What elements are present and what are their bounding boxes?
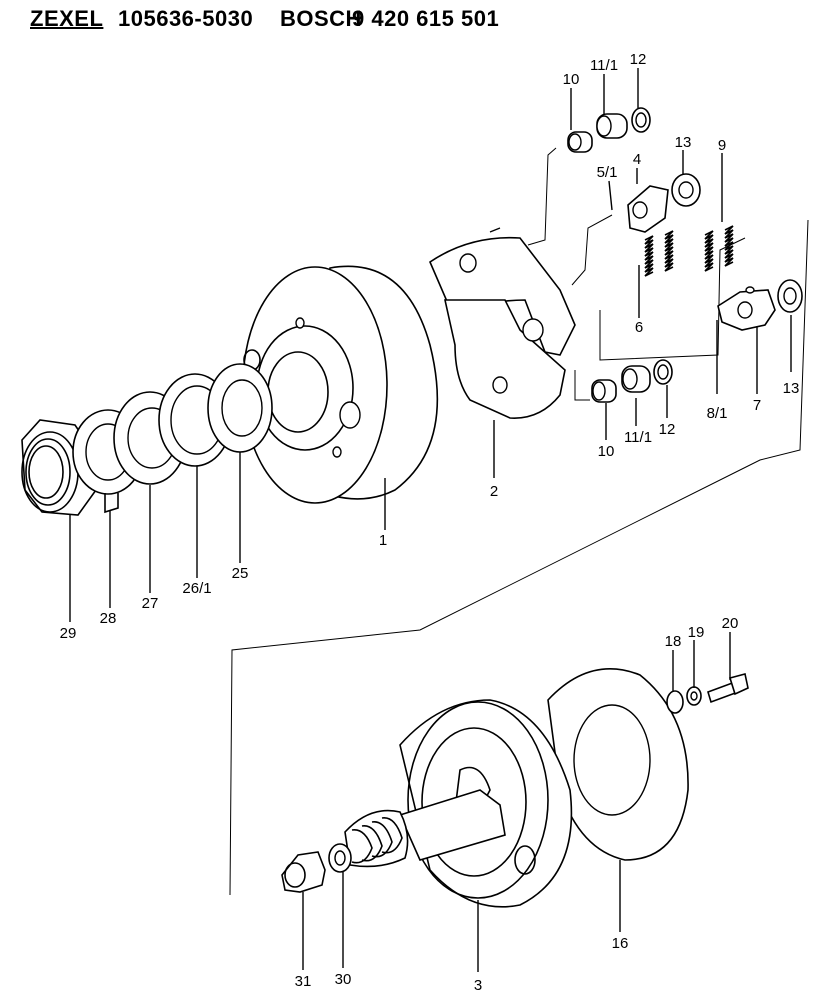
part-5-1-spring-pair xyxy=(644,230,674,277)
callout-13-bottom: 13 xyxy=(783,380,800,397)
callout-19: 19 xyxy=(688,624,705,641)
callout-20: 20 xyxy=(722,615,739,632)
callout-16: 16 xyxy=(612,935,629,952)
part-25-shim xyxy=(207,363,273,453)
leader-bracket-low xyxy=(574,370,590,401)
part-4-guide-block xyxy=(627,185,669,233)
callout-30: 30 xyxy=(335,971,352,988)
callout-10-top: 10 xyxy=(563,71,580,88)
part-16-cover-disc xyxy=(547,668,689,861)
group-bracket-upper xyxy=(229,219,809,896)
brand-zexel: ZEXEL xyxy=(30,6,104,31)
callout-leaders xyxy=(69,68,792,972)
callout-29: 29 xyxy=(60,625,77,642)
callout-9: 9 xyxy=(718,137,726,154)
callout-26-1: 26/1 xyxy=(182,580,211,597)
part-10-bushing-top xyxy=(567,131,593,153)
bosch-part-number: 9 420 615 501 xyxy=(352,6,500,31)
part-11-1-bushing-top xyxy=(596,113,628,139)
callout-8-1: 8/1 xyxy=(707,405,728,422)
callout-25: 25 xyxy=(232,565,249,582)
callout-18: 18 xyxy=(665,633,682,650)
callout-2: 2 xyxy=(490,483,498,500)
callout-27: 27 xyxy=(142,595,159,612)
callout-5-1: 5/1 xyxy=(597,164,618,181)
part-10-bushing-bottom xyxy=(591,379,617,403)
leader-bracket-mid xyxy=(571,214,613,286)
part-9-spring-pair xyxy=(704,225,734,272)
callout-1: 1 xyxy=(379,532,387,549)
drawing-header: ZEXEL 105636-5030 BOSCH 9 420 615 501 xyxy=(0,0,835,40)
part-20-bolt xyxy=(707,673,749,704)
callout-11-1-bottom: 11/1 xyxy=(624,429,652,446)
part-1-housing xyxy=(242,265,439,504)
callout-7: 7 xyxy=(753,397,761,414)
part-13-nut-top xyxy=(671,173,701,207)
callout-11-1-top: 11/1 xyxy=(590,57,618,74)
callout-12-bottom: 12 xyxy=(659,421,676,438)
callout-6: 6 xyxy=(635,319,643,336)
callout-31: 31 xyxy=(295,973,312,990)
part-12-washer-bottom xyxy=(653,359,673,385)
callout-28: 28 xyxy=(100,610,117,627)
zexel-part-number: 105636-5030 xyxy=(118,6,254,31)
part-7-guide-block xyxy=(717,286,776,331)
part-31-nut xyxy=(281,851,326,893)
callout-10-bottom: 10 xyxy=(598,443,615,460)
leader-bracket-top-bushings xyxy=(527,147,557,246)
callout-4: 4 xyxy=(633,151,641,168)
callout-13-top: 13 xyxy=(675,134,692,151)
part-2-weight-carrier xyxy=(429,227,576,419)
callout-12-top: 12 xyxy=(630,51,647,68)
callout-3: 3 xyxy=(474,977,482,994)
part-18-washer xyxy=(666,690,684,714)
part-19-washer xyxy=(686,686,702,706)
part-13-nut-bottom xyxy=(777,279,803,313)
part-11-1-bushing-bottom xyxy=(621,365,651,393)
part-3-shaft xyxy=(344,789,506,868)
brand-bosch: BOSCH xyxy=(280,6,362,31)
part-30-washer xyxy=(328,843,352,873)
part-12-washer-top xyxy=(631,107,651,133)
